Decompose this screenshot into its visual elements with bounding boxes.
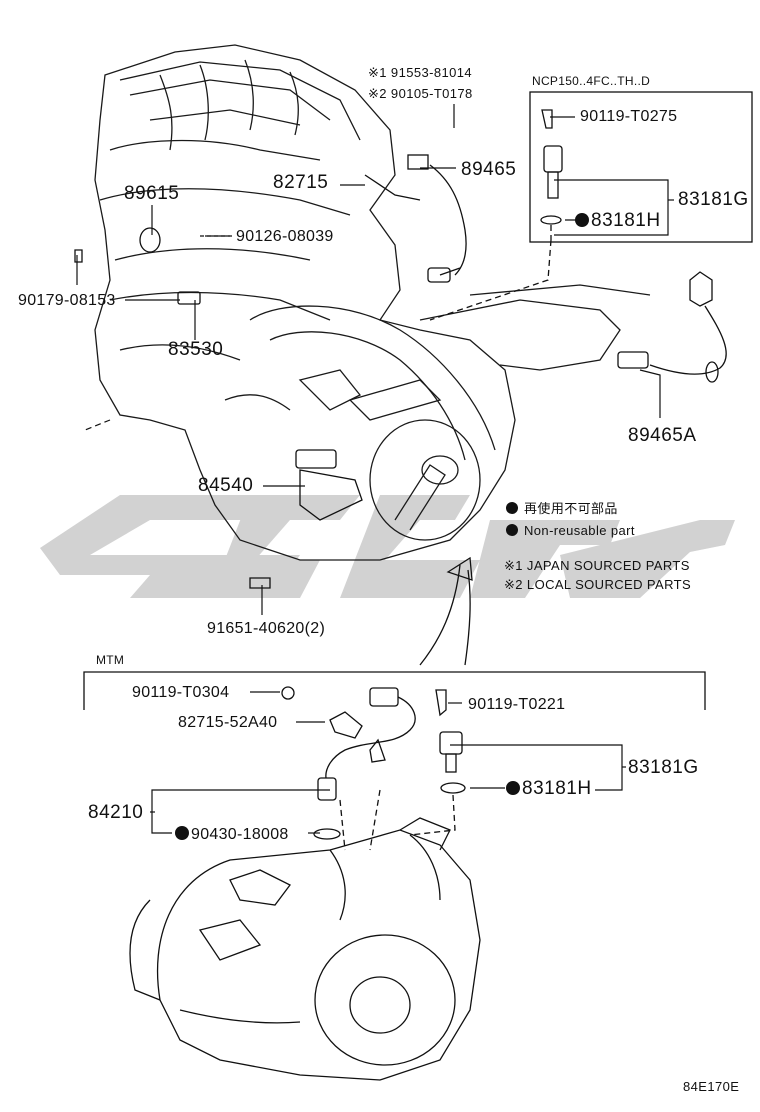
- label-90119-t0221: 90119-T0221: [468, 696, 566, 713]
- mtm-section-frame: [83, 671, 706, 710]
- label-89465a: 89465A: [628, 425, 697, 446]
- label-90119-t0304: 90119-T0304: [132, 684, 230, 701]
- label-89615: 89615: [124, 183, 180, 204]
- label-90179-08153: 90179-08153: [18, 292, 116, 309]
- legend-note-2: ※2 LOCAL SOURCED PARTS: [504, 577, 692, 592]
- section-mtm-title: MTM: [96, 653, 125, 667]
- label-90430-18008: 90430-18008: [175, 826, 289, 843]
- figure-code: 84E170E: [683, 1079, 740, 1094]
- legend-non-reusable-jp: 再使用不可部品: [506, 502, 618, 515]
- label-91553-81014: ※1 91553-81014: [368, 65, 472, 80]
- label-83530: 83530: [168, 339, 224, 360]
- speed-sensor-drawing: [429, 109, 563, 321]
- label-89465: 89465: [461, 159, 517, 180]
- non-reusable-dot-icon: [506, 781, 520, 795]
- subframe-title: NCP150..4FC..TH..D: [532, 74, 651, 88]
- label-84540: 84540: [198, 475, 254, 496]
- link-arrow-head: [446, 556, 473, 581]
- legend-non-reusable-en: Non-reusable part: [506, 524, 635, 537]
- lower-parts-drawing: [281, 686, 466, 840]
- label-90126-08039: 90126-08039: [236, 228, 334, 245]
- non-reusable-dot-icon: [506, 502, 518, 514]
- label-83181g-upper: 83181G: [678, 189, 749, 210]
- non-reusable-dot-icon: [506, 524, 518, 536]
- link-arrow-line: [419, 564, 461, 666]
- upper-sensor-wires: [74, 154, 727, 589]
- label-83181h-lower: 83181H: [506, 779, 592, 798]
- non-reusable-dot-icon: [575, 213, 589, 227]
- lower-transmission-drawing: [129, 789, 481, 1081]
- upper-leader-lines: [76, 104, 674, 615]
- watermark-logo: [40, 495, 735, 598]
- lower-leader-lines: [150, 691, 626, 834]
- label-91651-40620: 91651-40620(2): [207, 620, 326, 637]
- label-82715-52a40: 82715-52A40: [178, 714, 278, 731]
- label-82715: 82715: [273, 172, 329, 193]
- label-83181g-lower: 83181G: [628, 757, 699, 778]
- label-84210: 84210: [88, 802, 144, 823]
- non-reusable-dot-icon: [175, 826, 189, 840]
- ncp-subframe-box: [529, 91, 753, 243]
- label-83181h-upper: 83181H: [575, 211, 661, 230]
- legend-note-1: ※1 JAPAN SOURCED PARTS: [504, 558, 690, 573]
- label-90105-t0178: ※2 90105-T0178: [368, 86, 473, 101]
- label-90119-t0275: 90119-T0275: [580, 108, 678, 125]
